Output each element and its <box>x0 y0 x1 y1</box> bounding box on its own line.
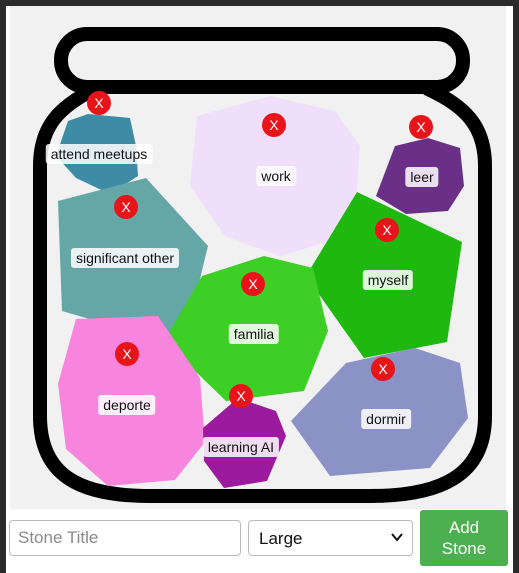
remove-stone-button-deporte[interactable]: X <box>115 342 139 366</box>
add-stone-button-label-line2: Stone <box>441 539 487 558</box>
remove-stone-button-learning-ai[interactable]: X <box>229 384 253 408</box>
jar-body <box>33 82 492 503</box>
add-stone-button-label-line1: Add <box>448 518 480 537</box>
jar-lid <box>54 27 470 94</box>
stone-label-dormir: dormir <box>361 409 411 429</box>
chevron-down-icon <box>391 533 403 542</box>
stone-size-select[interactable]: Large <box>248 520 413 556</box>
stone-label-attend-meetups: attend meetups <box>45 144 153 164</box>
remove-stone-button-work[interactable]: X <box>262 113 286 137</box>
remove-stone-button-myself[interactable]: X <box>375 218 399 242</box>
stone-title-input[interactable] <box>9 520 241 556</box>
stone-label-learning-ai: learning AI <box>202 437 280 457</box>
add-stone-button[interactable]: Add Stone <box>420 510 508 566</box>
remove-stone-button-significant-other[interactable]: X <box>114 195 138 219</box>
stone-label-significant-other: significant other <box>70 248 180 268</box>
stone-label-work: work <box>256 166 296 186</box>
stone-label-myself: myself <box>362 270 414 290</box>
remove-stone-button-dormir[interactable]: X <box>371 357 395 381</box>
stone-label-deporte: deporte <box>98 395 156 415</box>
stone-label-leer: leer <box>405 167 439 187</box>
stone-label-familia: familia <box>228 324 280 344</box>
remove-stone-button-leer[interactable]: X <box>409 115 433 139</box>
remove-stone-button-familia[interactable]: X <box>241 272 265 296</box>
remove-stone-button-attend-meetups[interactable]: X <box>87 91 111 115</box>
stone-controls: Large Add Stone <box>6 509 513 573</box>
stone-size-value: Large <box>259 529 303 548</box>
